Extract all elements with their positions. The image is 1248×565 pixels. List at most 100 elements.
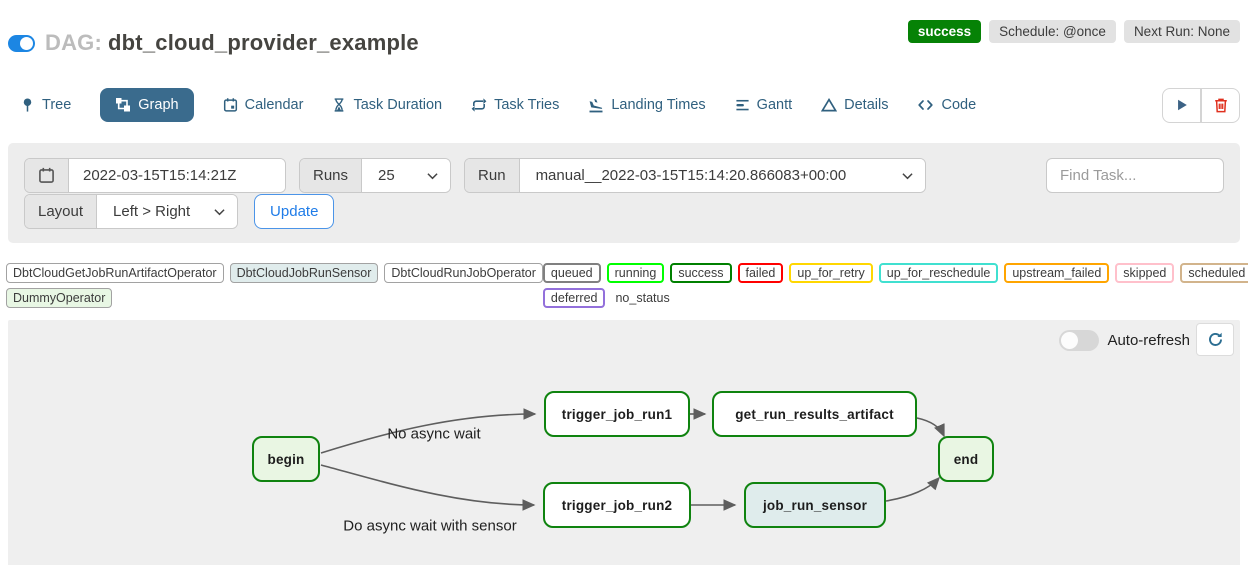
- dag-action-buttons: [1162, 87, 1240, 123]
- operator-badge: DbtCloudRunJobOperator: [384, 263, 543, 283]
- next-run-badge: Next Run: None: [1123, 20, 1240, 43]
- edge-artifact-to-end: [916, 417, 945, 438]
- task-node-trigger-job-run2[interactable]: trigger_job_run2: [543, 482, 691, 528]
- dag-name: dbt_cloud_provider_example: [108, 30, 419, 55]
- dag-title-prefix: DAG:: [45, 30, 103, 55]
- task-node-job-run-sensor[interactable]: job_run_sensor: [744, 482, 886, 528]
- layout-selected-value: Left > Right: [113, 203, 191, 220]
- run-selected-value: manual__2022-03-15T15:14:20.866083+00:00: [535, 167, 847, 184]
- play-icon: [1177, 99, 1187, 111]
- task-node-trigger-job-run1[interactable]: trigger_job_run1: [544, 391, 690, 437]
- chevron-down-icon: [901, 172, 913, 179]
- operator-legend: DbtCloudGetJobRunArtifactOperator DbtClo…: [6, 263, 543, 308]
- status-badge: queued: [542, 263, 601, 283]
- gantt-bars-icon: [736, 99, 749, 111]
- toggle-knob: [1061, 332, 1079, 349]
- edge-sensor-to-end: [885, 476, 940, 502]
- tab-label: Code: [941, 97, 977, 113]
- tab-task-duration[interactable]: Task Duration: [332, 97, 442, 113]
- tab-label: Task Duration: [353, 97, 443, 113]
- runs-selected-value: 25: [378, 167, 395, 184]
- tab-label: Details: [844, 97, 889, 113]
- tab-label: Graph: [138, 97, 179, 113]
- tree-icon: [23, 98, 32, 112]
- plane-landing-icon: [589, 99, 603, 113]
- trigger-dag-button[interactable]: [1162, 87, 1201, 123]
- tab-landing-times[interactable]: Landing Times: [588, 97, 706, 113]
- status-badge: up_for_retry: [789, 263, 873, 283]
- edge-begin-to-trigger2: [320, 464, 536, 511]
- task-node-end[interactable]: end: [938, 436, 994, 482]
- tab-label: Tree: [42, 97, 72, 113]
- dag-status-badge: success: [907, 20, 982, 43]
- triangle-icon: [821, 97, 838, 112]
- auto-refresh-control: Auto-refresh: [1059, 330, 1190, 351]
- edge-begin-to-trigger1: [320, 408, 537, 454]
- auto-refresh-label: Auto-refresh: [1107, 332, 1190, 349]
- runs-select[interactable]: 25: [362, 159, 451, 192]
- delete-dag-button[interactable]: [1201, 87, 1240, 123]
- chevron-down-icon: [214, 208, 225, 215]
- filter-panel: Runs 25 Run manual__2022-03-15T15:14:20.…: [8, 143, 1240, 243]
- layout-select[interactable]: Left > Right: [97, 195, 238, 228]
- filter-row-2: Layout Left > Right Update: [24, 194, 1224, 229]
- execution-date-group: [24, 158, 286, 193]
- status-badge: deferred: [542, 288, 606, 308]
- find-task-input[interactable]: [1046, 158, 1224, 193]
- tab-code[interactable]: Code: [917, 97, 976, 113]
- runs-group: Runs 25: [299, 158, 452, 193]
- tab-graph[interactable]: Graph: [100, 88, 194, 122]
- layout-group: Layout Left > Right: [24, 194, 239, 229]
- run-select[interactable]: manual__2022-03-15T15:14:20.866083+00:00: [519, 159, 925, 192]
- refresh-button[interactable]: [1196, 323, 1234, 356]
- edge-label-no-async-wait: No async wait: [387, 425, 481, 443]
- tab-label: Gantt: [756, 97, 793, 113]
- dag-edges: [320, 408, 945, 511]
- trash-icon: [1214, 98, 1227, 112]
- task-node-get-run-results-artifact[interactable]: get_run_results_artifact: [712, 391, 917, 437]
- refresh-icon: [1208, 332, 1222, 346]
- operator-badge: DbtCloudJobRunSensor: [229, 263, 379, 283]
- tab-label: Landing Times: [611, 97, 706, 113]
- calendar-icon: [223, 98, 237, 112]
- tab-label: Calendar: [244, 97, 304, 113]
- graph-icon: [116, 98, 131, 112]
- tab-tree[interactable]: Tree: [20, 97, 71, 113]
- tab-calendar[interactable]: Calendar: [223, 97, 304, 113]
- execution-date-input[interactable]: [69, 159, 285, 192]
- tab-gantt[interactable]: Gantt: [735, 97, 792, 113]
- status-badge: success: [670, 263, 732, 283]
- operator-badge: DbtCloudGetJobRunArtifactOperator: [6, 263, 224, 283]
- operator-badge: DummyOperator: [6, 288, 113, 308]
- status-legend: queued running success failed up_for_ret…: [542, 263, 1248, 308]
- tab-label: Task Tries: [494, 97, 560, 113]
- chevron-down-icon: [427, 172, 438, 179]
- dag-pause-toggle[interactable]: [8, 34, 35, 52]
- graph-panel: Auto-refresh begin trigger_job_run1 get_…: [8, 320, 1240, 565]
- auto-refresh-toggle[interactable]: [1059, 330, 1100, 351]
- view-tabs: Tree Graph Calendar Task Duration Task T…: [8, 86, 1240, 124]
- status-badge: scheduled: [1180, 263, 1248, 283]
- filter-row-1: Runs 25 Run manual__2022-03-15T15:14:20.…: [24, 158, 1224, 193]
- status-badge: running: [606, 263, 665, 283]
- hourglass-icon: [335, 98, 344, 112]
- code-icon: [918, 100, 934, 110]
- status-badge: skipped: [1115, 263, 1175, 283]
- tab-task-tries[interactable]: Task Tries: [471, 97, 559, 113]
- toggle-knob: [20, 36, 33, 50]
- update-button[interactable]: Update: [254, 194, 335, 229]
- page-title: DAG:dbt_cloud_provider_example: [45, 30, 419, 56]
- task-node-begin[interactable]: begin: [252, 436, 320, 482]
- layout-label: Layout: [25, 195, 98, 228]
- calendar-icon: [39, 167, 54, 183]
- header-badges: success Schedule: @once Next Run: None: [907, 20, 1240, 43]
- status-badge-no-status: no_status: [615, 291, 670, 305]
- dag-header: DAG:dbt_cloud_provider_example success S…: [0, 0, 1248, 62]
- edge-label-do-async-wait: Do async wait with sensor: [343, 517, 517, 535]
- calendar-addon[interactable]: [25, 159, 69, 192]
- run-group: Run manual__2022-03-15T15:14:20.866083+0…: [464, 158, 926, 193]
- status-badge: up_for_reschedule: [878, 263, 999, 283]
- repeat-icon: [471, 98, 487, 112]
- tab-details[interactable]: Details: [821, 97, 888, 113]
